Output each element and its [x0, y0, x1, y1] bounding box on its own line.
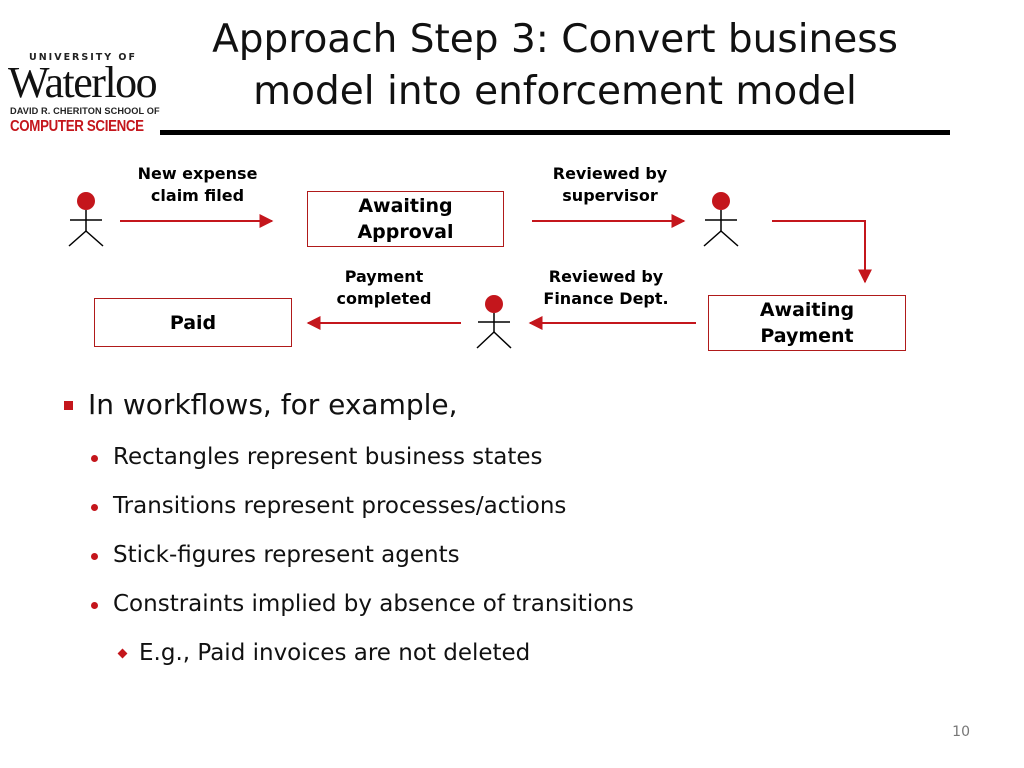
edge-label-line: supervisor [562, 186, 658, 205]
state-awaiting-payment: Awaiting Payment [708, 295, 906, 351]
edge-label-line: Reviewed by [548, 267, 664, 286]
edge-label-line: Finance Dept. [543, 289, 669, 308]
bullet-dot-marker [91, 455, 98, 462]
state-paid: Paid [94, 298, 292, 347]
edge-label-line: Reviewed by [552, 164, 668, 183]
edge-label-line: completed [336, 289, 432, 308]
state-label-line: Approval [357, 221, 454, 243]
state-label-line: Awaiting [358, 195, 453, 217]
logo-school: DAVID R. CHERITON SCHOOL OF [10, 106, 160, 116]
logo-university-of: UNIVERSITY OF [29, 52, 137, 63]
bullet-rectangles: Rectangles represent business states [113, 444, 543, 470]
edge-label-line: claim filed [150, 186, 245, 205]
state-label-line: Paid [169, 311, 217, 334]
logo-waterloo: Waterloo [8, 58, 158, 107]
edge-label-payment-completed: Payment completed [308, 266, 460, 310]
bullet-constraints: Constraints implied by absence of transi… [113, 591, 634, 617]
bullet-dot-marker [91, 602, 98, 609]
agent-claimant-stick-figure [68, 192, 104, 247]
bullet-square-marker [64, 401, 73, 410]
title-underline [160, 130, 950, 135]
edge-label-reviewed-supervisor: Reviewed by supervisor [520, 163, 700, 207]
state-label-line: Payment [760, 325, 854, 347]
edge-label-reviewed-finance: Reviewed by Finance Dept. [516, 266, 696, 310]
edge-label-new-claim: New expense claim filed [110, 163, 285, 207]
bullet-transitions: Transitions represent processes/actions [113, 493, 567, 519]
slide-title-line-2: model into enforcement model [253, 69, 857, 114]
arrow-to-awaiting-payment [772, 220, 872, 284]
bullet-dot-marker [91, 553, 98, 560]
bullet-level1: In workflows, for example, [88, 388, 458, 421]
state-awaiting-approval: Awaiting Approval [307, 191, 504, 247]
slide-title: Approach Step 3: Convert business model … [170, 14, 940, 118]
agent-finance-stick-figure [476, 295, 512, 349]
edge-label-line: New expense [137, 164, 258, 183]
bullet-dot-marker [91, 504, 98, 511]
logo-computer-science: COMPUTER SCIENCE [10, 118, 144, 135]
university-logo: UNIVERSITY OF Waterloo DAVID R. CHERITON… [8, 52, 168, 138]
state-label-line: Awaiting [759, 299, 855, 321]
slide-title-line-1: Approach Step 3: Convert business [212, 17, 898, 62]
edge-label-line: Payment [344, 267, 424, 286]
bullet-stick-figures: Stick-figures represent agents [113, 542, 460, 568]
page-number: 10 [952, 724, 970, 740]
agent-supervisor-stick-figure [703, 192, 739, 247]
bullet-example: E.g., Paid invoices are not deleted [139, 640, 531, 666]
